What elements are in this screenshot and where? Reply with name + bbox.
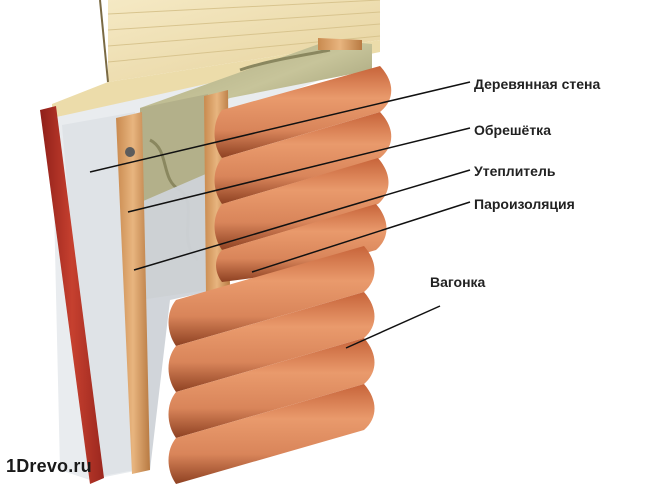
leader-vapor [251,201,471,273]
vapor-barrier [132,170,215,470]
leader-wall [89,81,471,173]
leader-battens [127,127,471,213]
label-lining: Вагонка [430,274,486,290]
label-vapor-barrier: Пароизоляция [474,196,575,212]
leader-lining [345,305,441,349]
leader-insulation [133,169,471,271]
watermark: 1Drevo.ru [6,456,92,476]
label-battens: Обрешётка [474,122,551,138]
label-insulation: Утеплитель [474,163,556,179]
leader-lines [89,81,471,349]
label-wooden-wall: Деревянная стена [474,76,601,92]
log-lining-upper [214,66,392,282]
red-board [40,106,104,484]
log-lining-lower [168,246,375,484]
